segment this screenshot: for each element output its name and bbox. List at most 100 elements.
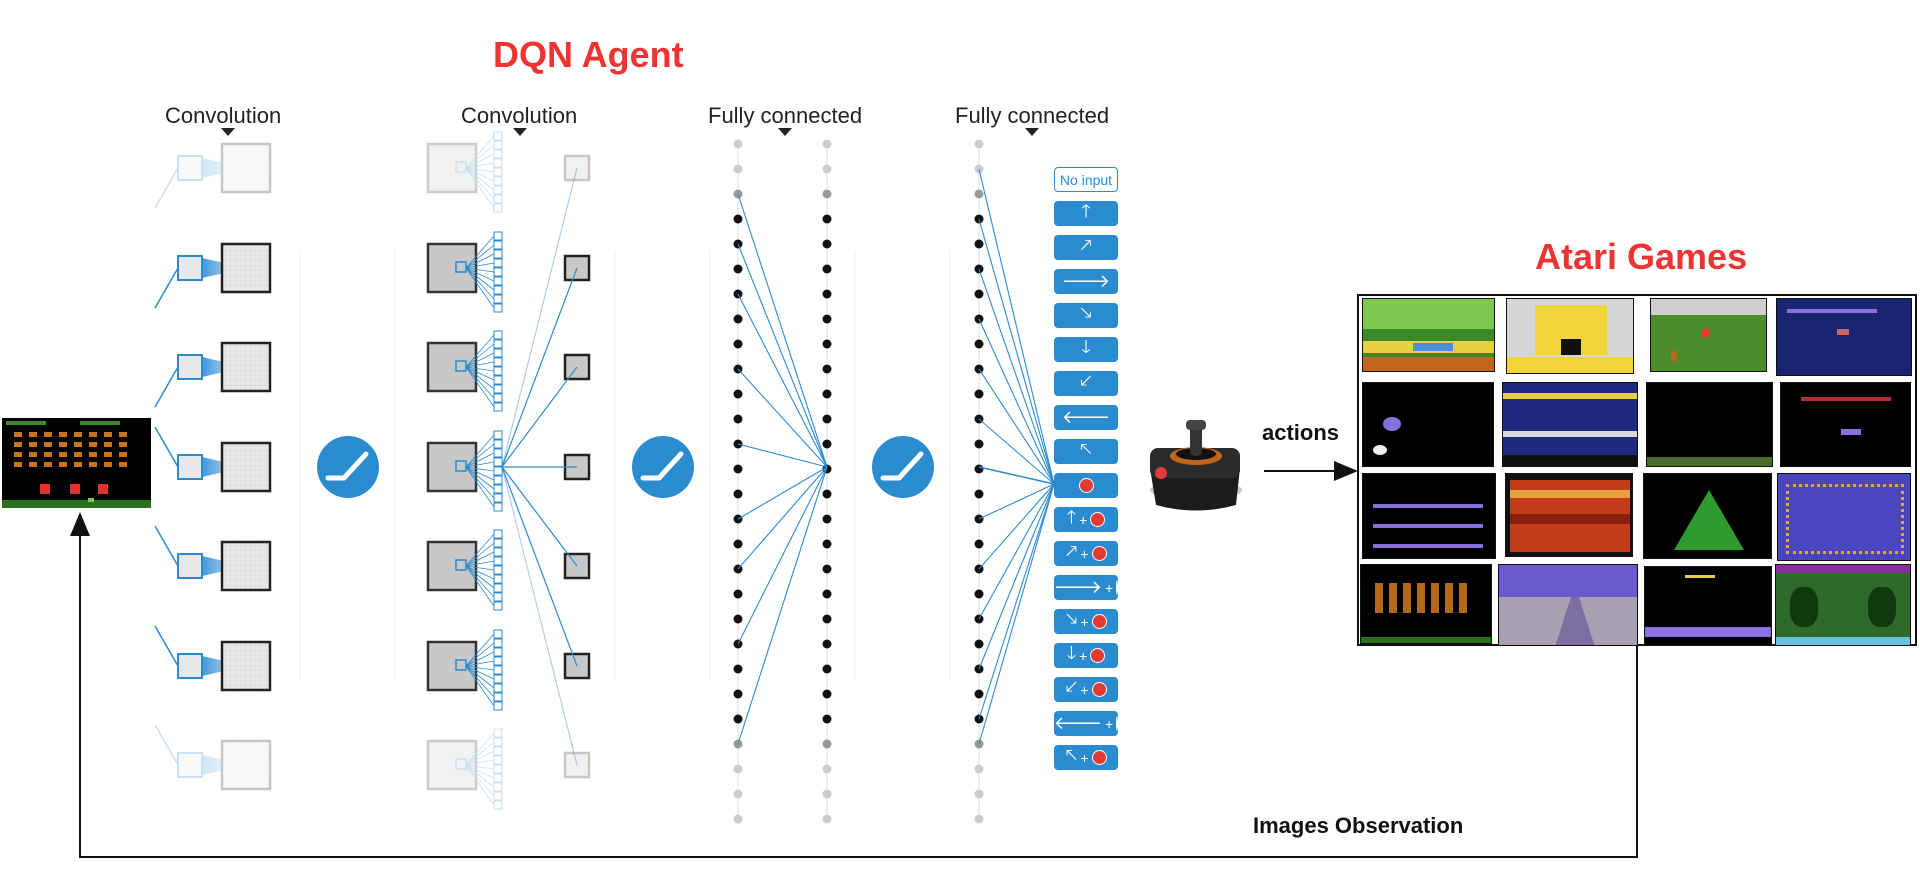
fc-neuron bbox=[733, 714, 743, 724]
fc-neuron bbox=[974, 464, 984, 474]
fc-neuron bbox=[733, 339, 743, 349]
arrow-icon: 🡐 bbox=[1061, 407, 1111, 427]
action-down-left-fire: 🡗+ bbox=[1054, 677, 1118, 702]
fc-neuron bbox=[822, 689, 832, 699]
layer-label-fc-2: Fully connected bbox=[955, 103, 1110, 128]
fc-neuron bbox=[733, 814, 743, 824]
conv2-feature-map bbox=[426, 330, 591, 412]
fire-button-icon bbox=[1090, 512, 1106, 527]
arrow-icon: 🡕 bbox=[1065, 540, 1078, 561]
fc2-connection bbox=[978, 483, 1055, 670]
fc-neuron bbox=[822, 639, 832, 649]
fc-neuron bbox=[974, 239, 984, 249]
fc-neuron bbox=[822, 564, 832, 574]
game-thumbnail-donkey-kong bbox=[1362, 473, 1496, 559]
fc-neuron bbox=[822, 289, 832, 299]
fc1-connection bbox=[737, 466, 828, 745]
fc2-connection bbox=[978, 483, 1055, 720]
conv2-feature-map bbox=[426, 629, 591, 711]
conv1-feature-map bbox=[154, 341, 272, 408]
fc-neuron bbox=[822, 489, 832, 499]
fc2-connection bbox=[978, 483, 1055, 520]
action-down-right: 🡖 bbox=[1054, 303, 1118, 328]
fc-neuron bbox=[822, 414, 832, 424]
fc2-connection bbox=[978, 418, 1055, 485]
fire-button-icon bbox=[1091, 614, 1107, 629]
fc2-connection bbox=[978, 318, 1055, 485]
fc-neuron bbox=[822, 814, 832, 824]
arrow-icon: 🡖 bbox=[1080, 302, 1092, 323]
arrow-icon: 🡓 bbox=[1066, 642, 1077, 663]
fc-neuron bbox=[974, 339, 984, 349]
fc2-connection bbox=[978, 483, 1055, 620]
conv1-feature-map bbox=[154, 142, 272, 209]
action-up-left-fire: 🡔+ bbox=[1054, 745, 1118, 770]
conv2-connection bbox=[501, 167, 578, 468]
fc-neuron bbox=[974, 289, 984, 299]
fc2-connection bbox=[978, 483, 1055, 745]
arrow-icon: 🡕 bbox=[1080, 234, 1092, 255]
fc1-connection bbox=[737, 193, 828, 468]
game-thumbnail-frostbite bbox=[1776, 298, 1912, 376]
fc-neuron bbox=[974, 539, 984, 549]
layer-separators bbox=[299, 250, 951, 680]
arrow-icon: 🡖 bbox=[1065, 608, 1078, 629]
game-thumbnail-kaboom bbox=[1505, 473, 1633, 557]
fc-neuron bbox=[822, 714, 832, 724]
layer-label-conv-1: Convolution bbox=[165, 103, 282, 128]
action-down: 🡓 bbox=[1054, 337, 1118, 362]
fc-neuron bbox=[733, 614, 743, 624]
fc2-connection bbox=[978, 368, 1055, 485]
fc-neuron bbox=[733, 489, 743, 499]
fc1-connection bbox=[737, 443, 828, 468]
fc-neuron bbox=[822, 214, 832, 224]
game-thumbnail-enduro bbox=[1498, 564, 1638, 646]
arrow-icon: 🡑 bbox=[1066, 506, 1077, 527]
fc-neuron bbox=[974, 139, 984, 149]
conv1-feature-map bbox=[154, 724, 272, 791]
fc-neuron bbox=[733, 264, 743, 274]
arrow-icon: 🡗 bbox=[1065, 676, 1078, 697]
fc-neuron bbox=[974, 639, 984, 649]
fc2-connection bbox=[978, 168, 1055, 485]
relu-activation-icon bbox=[632, 436, 694, 498]
arrow-icon: 🡐 bbox=[1053, 713, 1103, 733]
fc-neuron bbox=[974, 489, 984, 499]
fc-neuron bbox=[974, 589, 984, 599]
arrow-icon: 🡗 bbox=[1080, 370, 1092, 391]
fc-neuron bbox=[974, 789, 984, 799]
fc-neuron bbox=[974, 814, 984, 824]
game-thumbnail-pitfall bbox=[1362, 298, 1495, 372]
game-thumbnail-space-invaders bbox=[1360, 564, 1492, 644]
fc-neuron bbox=[822, 539, 832, 549]
input-frame-image bbox=[2, 418, 151, 508]
action-right-fire: 🡒+ bbox=[1053, 575, 1119, 600]
fc-neuron bbox=[733, 389, 743, 399]
arrow-icon: 🡒 bbox=[1053, 577, 1103, 597]
fc-neuron bbox=[733, 764, 743, 774]
action-left-fire: 🡐+ bbox=[1053, 711, 1119, 736]
fc-neuron bbox=[974, 389, 984, 399]
fc-neuron bbox=[733, 789, 743, 799]
fc-neuron bbox=[822, 439, 832, 449]
fc-neuron bbox=[974, 189, 984, 199]
action-down-fire: 🡓+ bbox=[1054, 643, 1118, 668]
fire-button-icon bbox=[1116, 580, 1119, 595]
layer-label-fc-1: Fully connected bbox=[708, 103, 863, 128]
observation-feedback-arrow bbox=[70, 512, 1638, 858]
action-up-right: 🡕 bbox=[1054, 235, 1118, 260]
fire-button-icon bbox=[1078, 478, 1094, 493]
fc-neuron bbox=[822, 264, 832, 274]
joystick-icon bbox=[1150, 420, 1242, 511]
action-no-input: No input bbox=[1054, 167, 1118, 192]
game-thumbnail-video-olympics bbox=[1775, 564, 1911, 646]
conv2-feature-map bbox=[426, 231, 591, 313]
dropdown-triangle-icon bbox=[778, 128, 792, 136]
fc1-connection bbox=[737, 293, 828, 468]
environment-title: Atari Games bbox=[1535, 236, 1748, 277]
fc-neuron bbox=[822, 164, 832, 174]
dropdown-triangle-icon bbox=[1025, 128, 1039, 136]
relu-activation-icon bbox=[317, 436, 379, 498]
game-thumbnail-atlantis bbox=[1644, 566, 1772, 646]
